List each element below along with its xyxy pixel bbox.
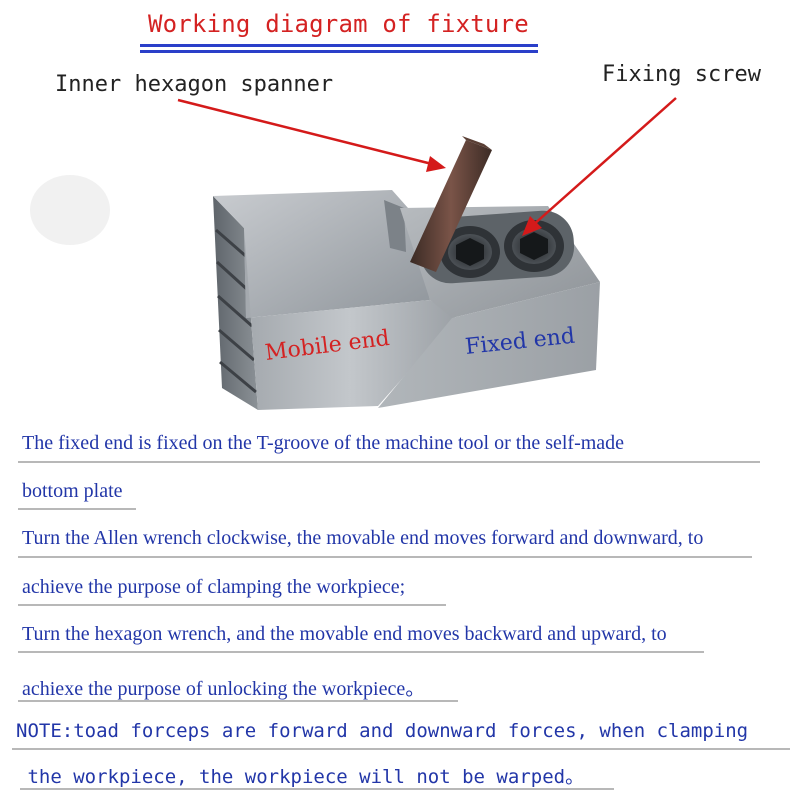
text-rule (20, 788, 614, 790)
description-line: achieve the purpose of clamping the work… (22, 576, 406, 598)
hexagon-spanner (410, 136, 492, 272)
description-line: bottom plate (22, 480, 123, 502)
description-line: Turn the Allen wrench clockwise, the mov… (22, 527, 704, 549)
note-line: the workpiece, the workpiece will not be… (16, 766, 585, 788)
arrow-to-screw (522, 97, 677, 236)
fixture-illustration: Mobile end Fixed end (30, 97, 677, 410)
title-underline (140, 44, 538, 47)
spanner-label: Inner hexagon spanner (55, 72, 334, 97)
text-rule (18, 604, 446, 606)
description-line: The fixed end is fixed on the T-groove o… (22, 432, 625, 454)
text-rule (18, 556, 752, 558)
text-rule (18, 508, 136, 510)
screw-label: Fixing screw (602, 62, 761, 87)
diagram-title: Working diagram of fixture (148, 10, 529, 38)
background-blur (30, 175, 110, 245)
text-rule (18, 651, 704, 653)
title-underline (140, 50, 538, 53)
mobile-end-block (213, 190, 456, 410)
description-line: achiexe the purpose of unlocking the wor… (22, 678, 426, 700)
arrow-to-spanner (177, 98, 446, 172)
text-rule (18, 461, 760, 463)
text-rule (12, 748, 790, 750)
note-line: NOTE:toad forceps are forward and downwa… (16, 720, 749, 742)
description-line: Turn the hexagon wrench, and the movable… (22, 623, 667, 645)
text-rule (18, 700, 458, 702)
